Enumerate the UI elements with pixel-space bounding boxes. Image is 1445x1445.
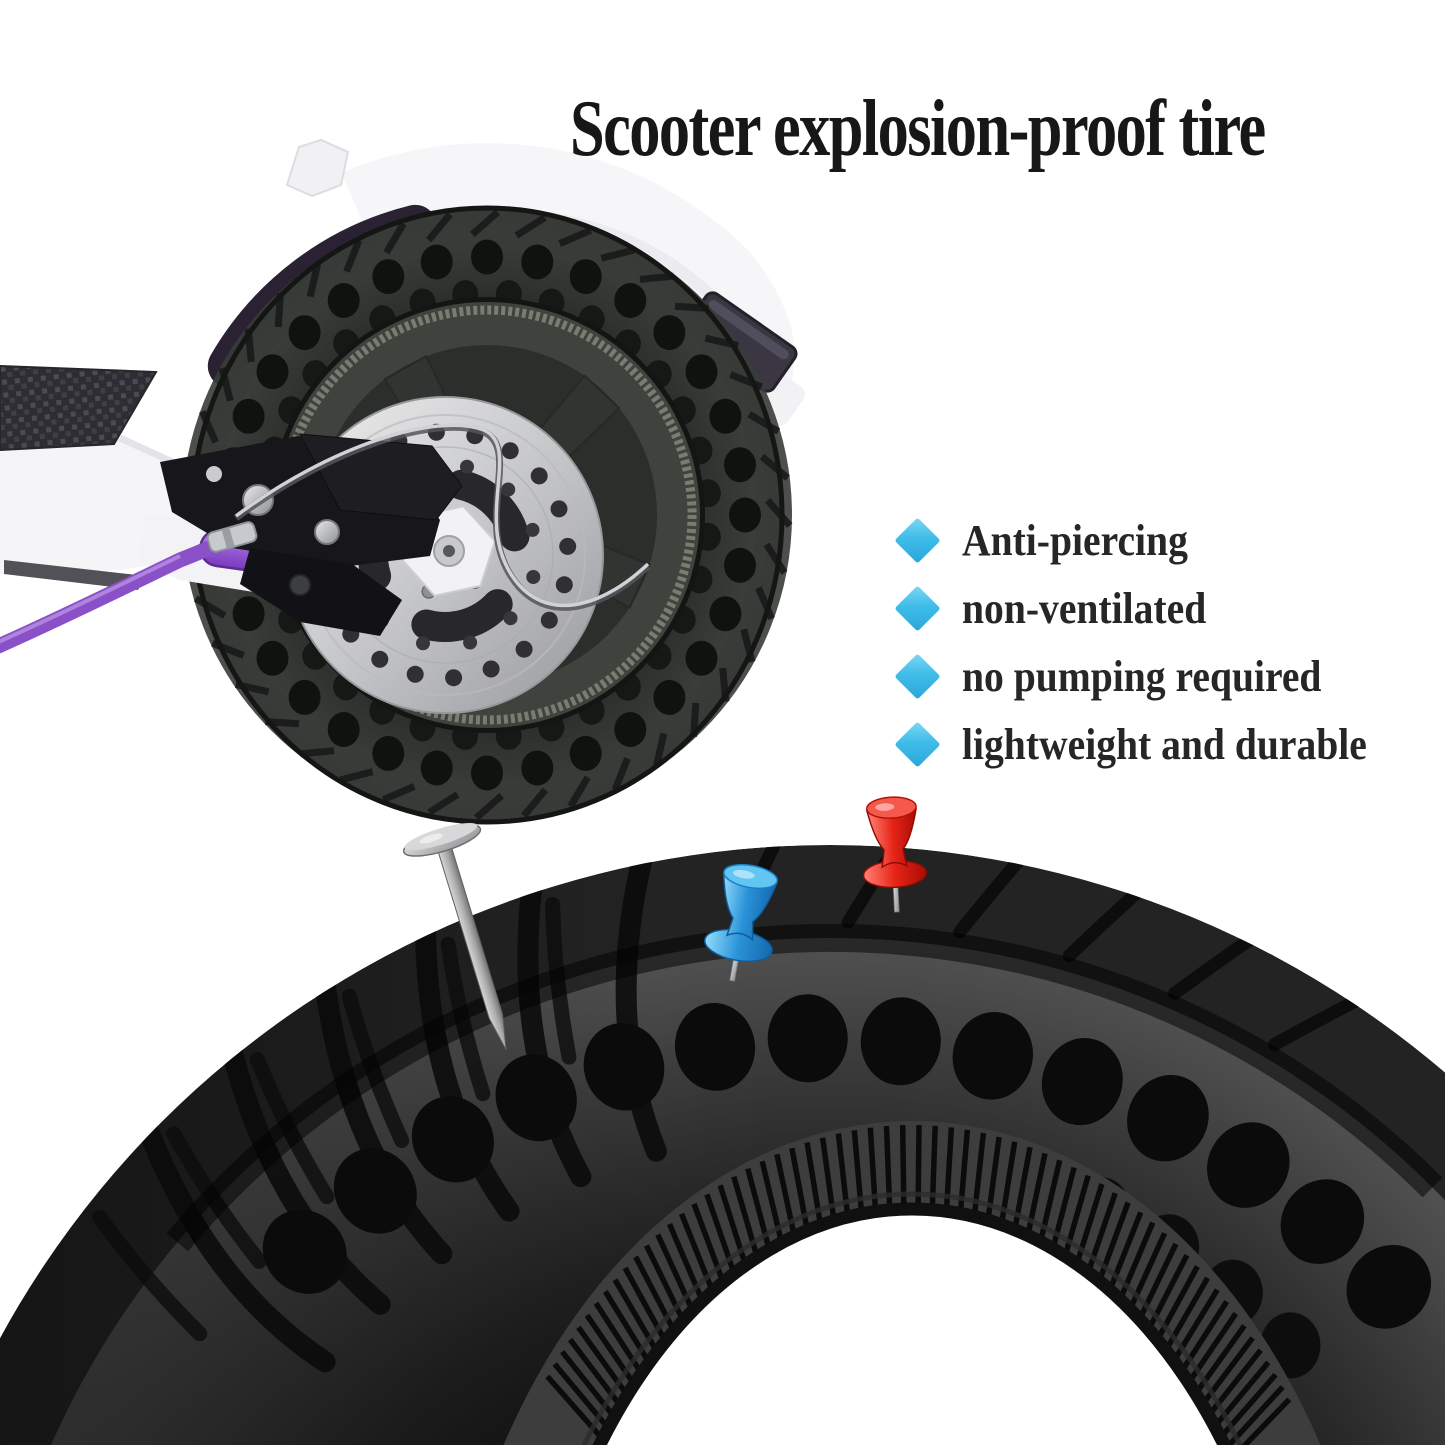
page-title: Scooter explosion-proof tire <box>570 84 1266 173</box>
feature-item: lightweight and durable <box>893 710 1412 778</box>
brake-cable-purple-sheen <box>0 554 181 644</box>
tire-shoulder-shadow <box>166 923 1443 1252</box>
deck-grip-tape <box>0 364 158 452</box>
fender <box>341 143 795 392</box>
feature-list: Anti-piercing non-ventilated no pumping … <box>893 506 1412 778</box>
diamond-icon <box>894 516 941 564</box>
feature-item: no pumping required <box>893 642 1412 710</box>
diamond-icon <box>894 652 941 700</box>
cable-ferrule <box>206 521 258 553</box>
rim-lip <box>277 305 697 725</box>
feature-label: non-ventilated <box>962 583 1207 633</box>
feature-label: Anti-piercing <box>962 515 1188 565</box>
feature-label: no pumping required <box>962 651 1322 701</box>
feature-label: lightweight and durable <box>962 719 1367 769</box>
nail <box>402 823 507 1050</box>
brake-cable-purple <box>0 533 232 654</box>
brake-wire <box>234 423 650 608</box>
deck-underside-strip <box>4 560 146 590</box>
inner-rim-ribs <box>545 1125 1292 1445</box>
blue-pushpin <box>704 863 778 982</box>
diamond-icon <box>894 584 941 632</box>
feature-item: non-ventilated <box>893 574 1412 642</box>
tire-bead-ring-outer <box>507 1191 1317 1445</box>
inner-rib-band <box>436 1121 1388 1445</box>
explosion-proof-tire <box>0 845 1445 1445</box>
feature-item: Anti-piercing <box>893 506 1412 574</box>
honeycomb-holes <box>262 994 1432 1379</box>
tire-bead-ring <box>517 1202 1307 1445</box>
diamond-icon <box>894 720 941 768</box>
red-pushpin <box>862 796 927 913</box>
scooter-rear-wheel <box>0 138 805 825</box>
fender-mount-tab <box>285 138 350 198</box>
